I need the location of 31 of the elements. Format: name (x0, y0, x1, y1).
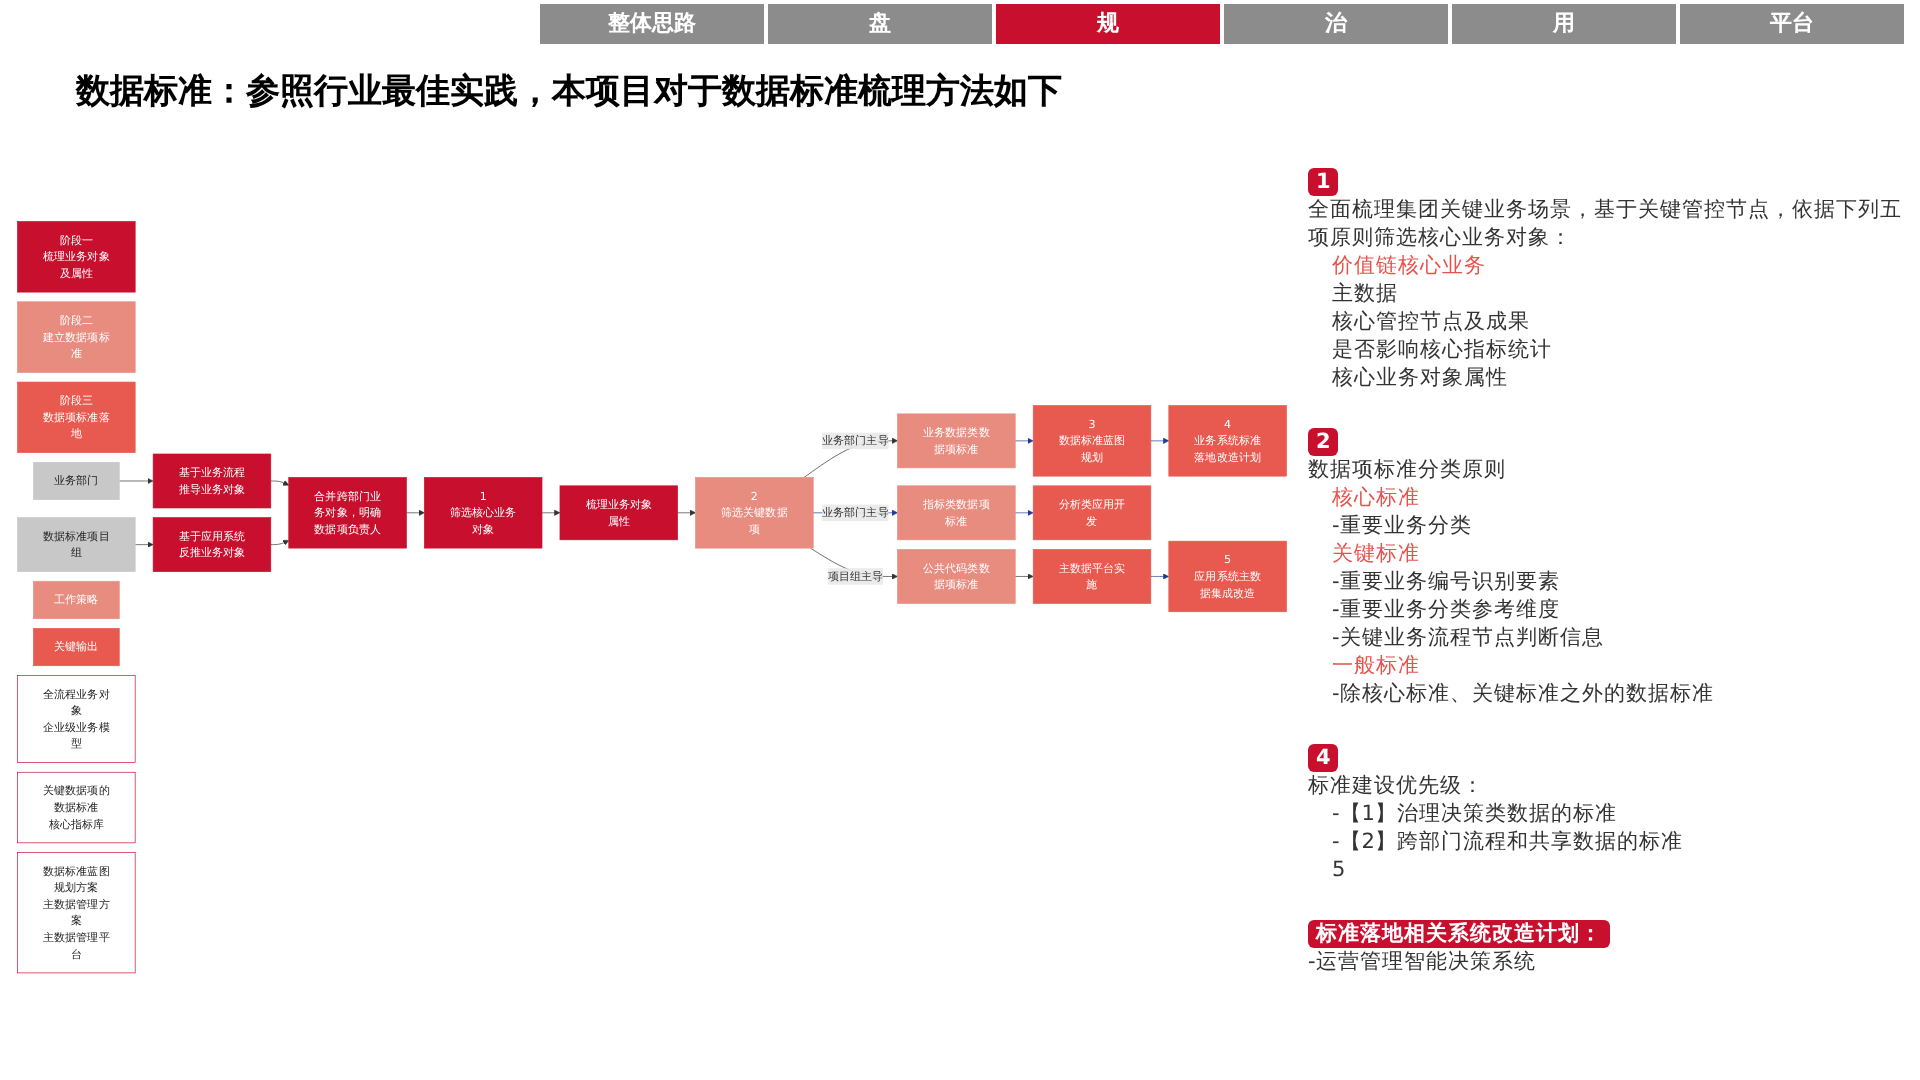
note-item: 5 (1330, 856, 1348, 884)
note-heading: 数据项标准分类原则 (1308, 456, 1508, 484)
note-item: 核心业务对象属性 (1330, 364, 1510, 392)
nav-tab: 规 (996, 4, 1220, 44)
nav-tab: 平台 (1680, 4, 1904, 44)
nav-tab: 治 (1224, 4, 1448, 44)
note-item: 是否影响核心指标统计 (1330, 336, 1554, 364)
nav-tab: 盘 (768, 4, 992, 44)
note-item: -关键业务流程节点判断信息 (1330, 624, 1606, 652)
step-number-badge: 标准落地相关系统改造计划： (1308, 920, 1610, 948)
note-item: -重要业务分类参考维度 (1330, 596, 1562, 624)
note-item: -【1】治理决策类数据的标准 (1330, 800, 1619, 828)
note-item: 一般标准 (1330, 652, 1422, 680)
note-item: 核心标准 (1330, 484, 1422, 512)
note-item: -【2】跨部门流程和共享数据的标准 (1330, 828, 1685, 856)
note-heading: 标准建设优先级： (1308, 772, 1486, 800)
note-heading: 全面梳理集团关键业务场景，基于关键管控节点，依据下列五项原则筛选核心业务对象： (1308, 196, 1904, 252)
note-item: 关键标准 (1330, 540, 1422, 568)
step-number-badge: 1 (1308, 168, 1339, 196)
step-number-badge: 2 (1308, 428, 1339, 456)
step-number-badge: 4 (1308, 744, 1339, 772)
note-heading: -运营管理智能决策系统 (1308, 948, 1538, 976)
nav-tab: 用 (1452, 4, 1676, 44)
note-item: 核心管控节点及成果 (1330, 308, 1532, 336)
note-item: -重要业务分类 (1330, 512, 1474, 540)
nav-tab: 整体思路 (540, 4, 764, 44)
note-item: -重要业务编号识别要素 (1330, 568, 1562, 596)
title: 数据标准：参照行业最佳实践，本项目对于数据标准梳理方法如下 (76, 70, 1062, 114)
note-item: -除核心标准、关键标准之外的数据标准 (1330, 680, 1716, 708)
note-item: 主数据 (1330, 280, 1400, 308)
note-item: 价值链核心业务 (1330, 252, 1488, 280)
